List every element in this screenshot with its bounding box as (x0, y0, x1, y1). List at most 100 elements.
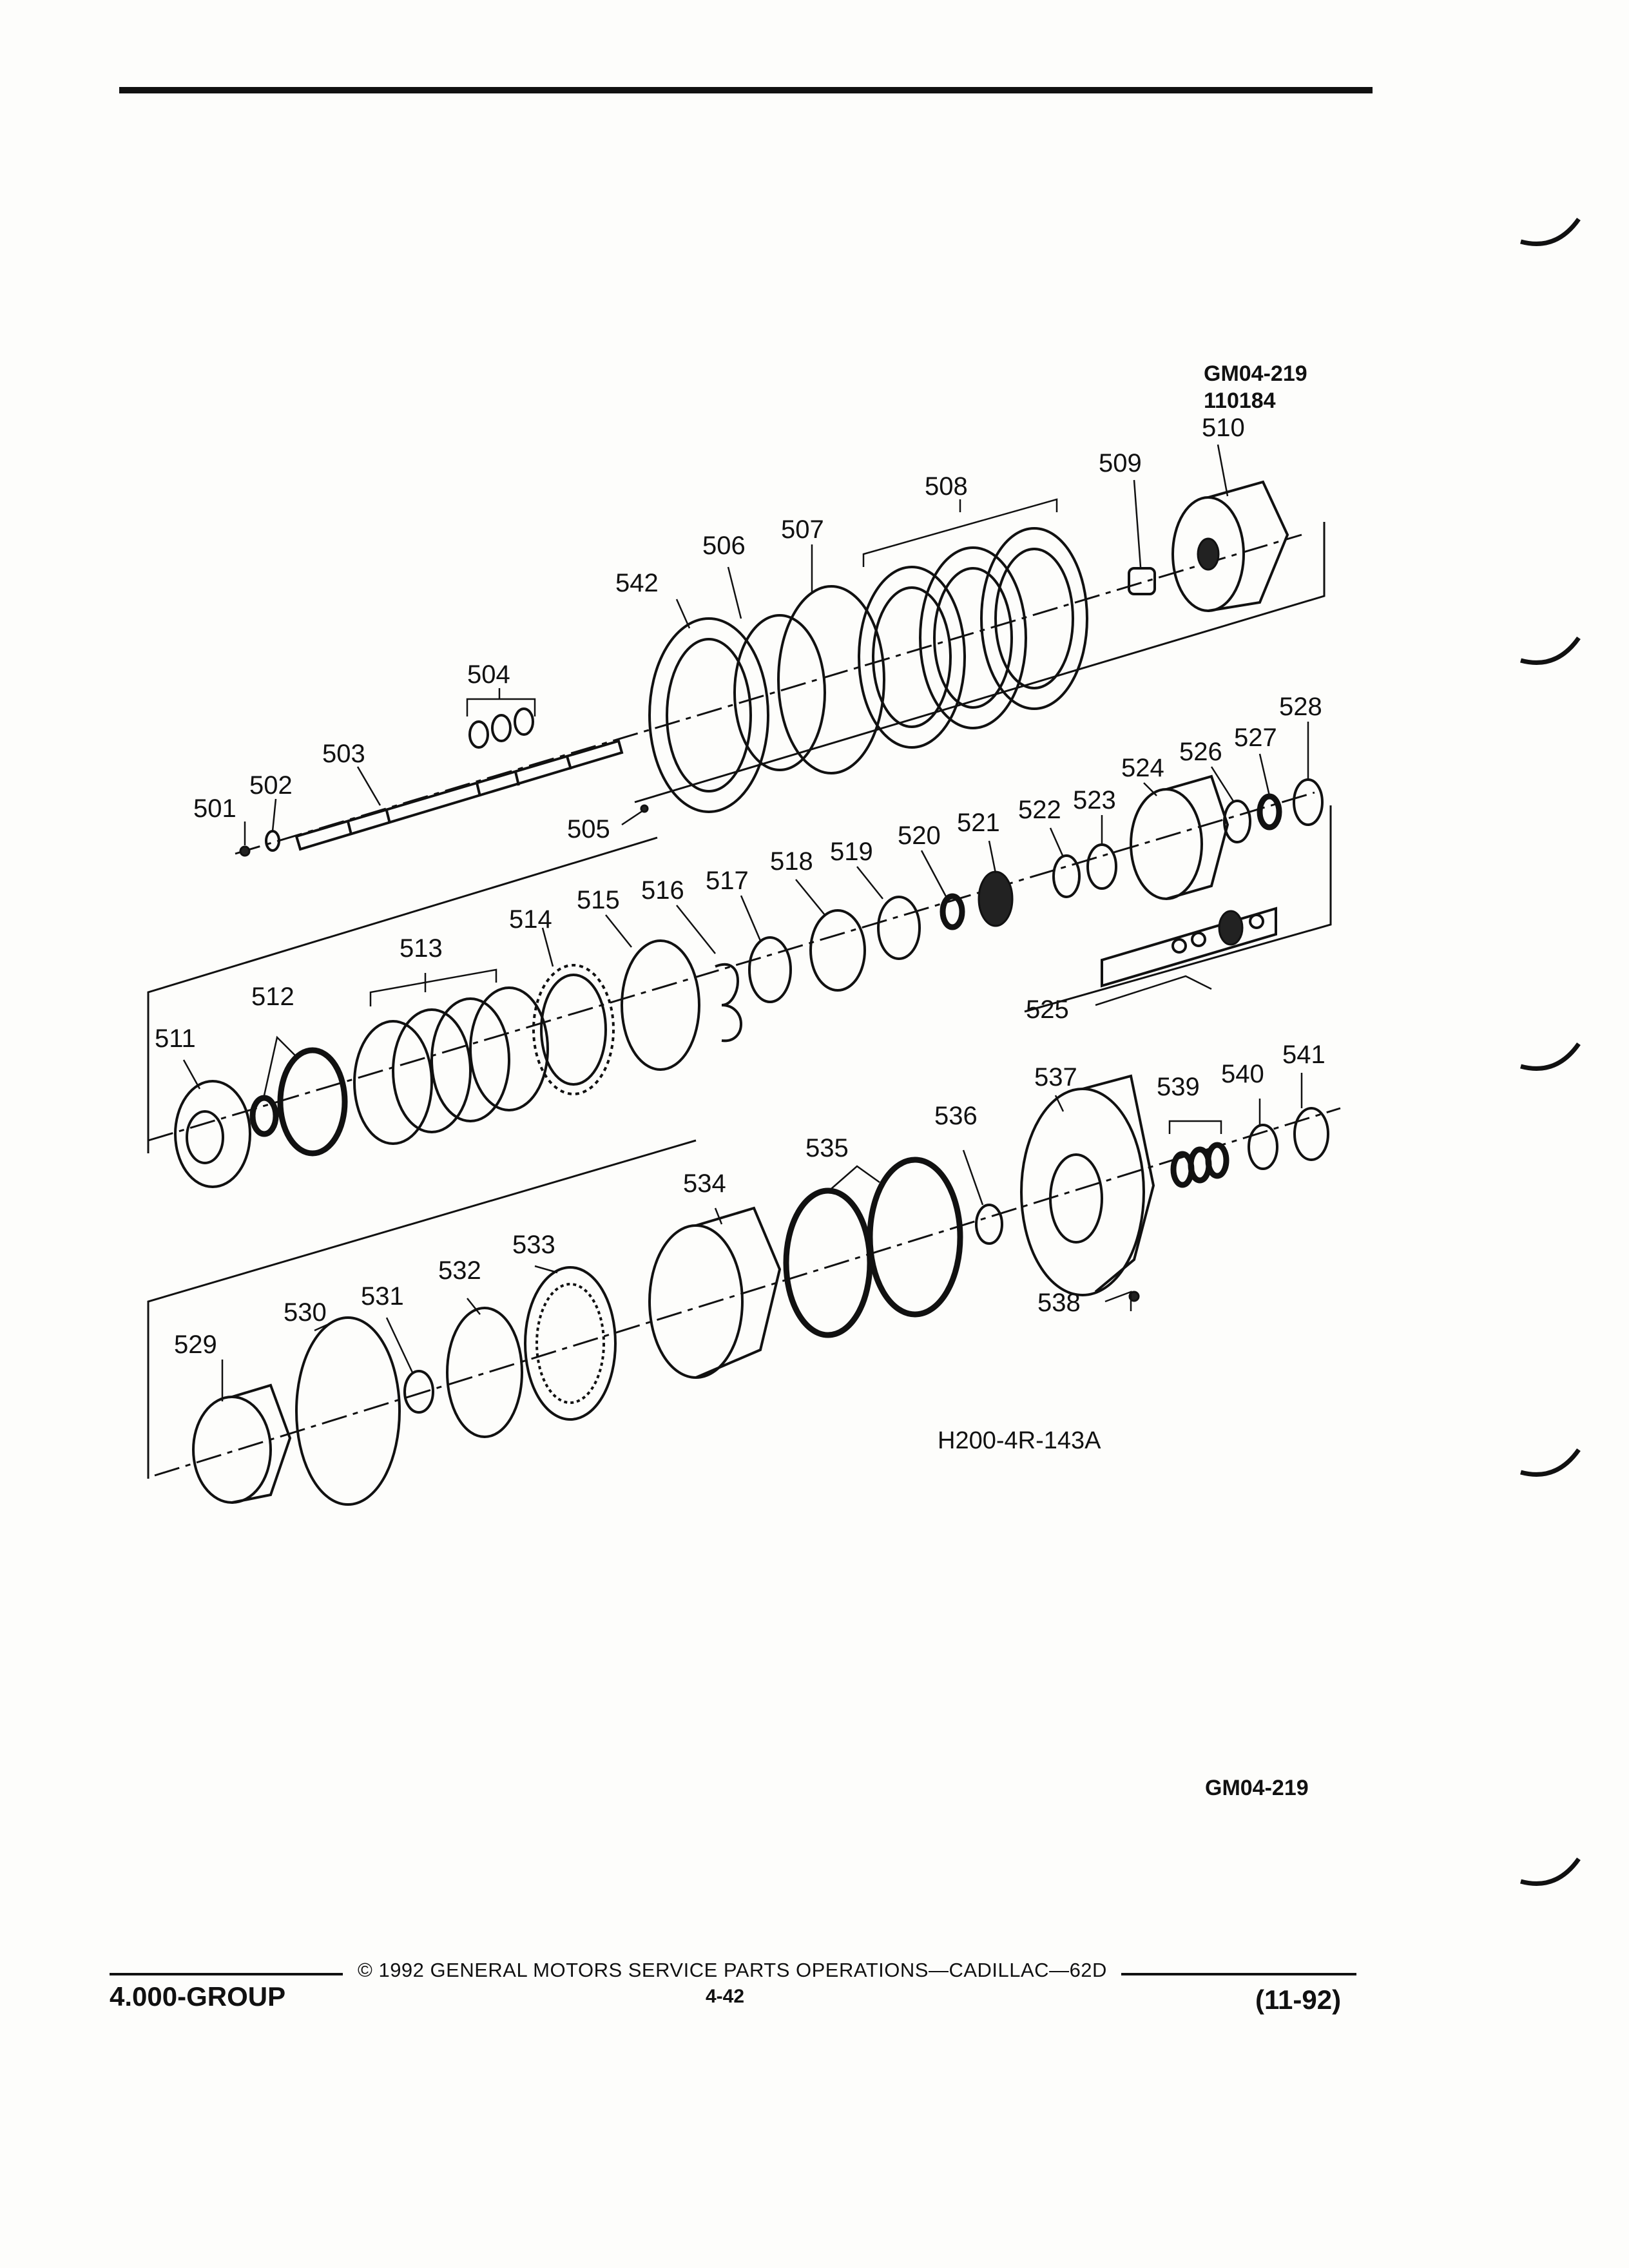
part-534-shell-face (648, 1224, 744, 1379)
part-512-seal-large (277, 1047, 348, 1157)
part-517-bearing (748, 936, 792, 1003)
callout-527: 527 (1234, 724, 1277, 752)
part-518-carrier (809, 909, 866, 992)
part-540-bearing (1248, 1124, 1278, 1170)
callout-541: 541 (1282, 1041, 1325, 1069)
row2-frame-left (147, 836, 658, 1153)
part-528-ring (1293, 778, 1324, 826)
callout-506: 506 (702, 532, 746, 560)
part-538-screw (1128, 1291, 1140, 1302)
part-515-ring (621, 939, 700, 1071)
callout-507: 507 (781, 515, 824, 544)
footer-rule-left (110, 1973, 343, 1975)
part-526-ring (1223, 800, 1251, 843)
part-511-piston (174, 1080, 251, 1188)
callout-525: 525 (1026, 995, 1069, 1024)
part-527-ring (1257, 793, 1282, 831)
part-504-ring-b (491, 714, 512, 742)
part-524-body (1166, 774, 1229, 900)
callout-511: 511 (155, 1024, 196, 1053)
part-513-plate-b (392, 1008, 472, 1133)
callout-528: 528 (1279, 693, 1322, 721)
part-534-shell-body (695, 1206, 782, 1379)
part-525-washer-a (1171, 938, 1187, 954)
row3-assembly (147, 1074, 1341, 1506)
row3-centerline (154, 1107, 1341, 1477)
part-514-inner (540, 974, 607, 1086)
callout-534: 534 (683, 1169, 726, 1198)
callout-535: 535 (805, 1134, 849, 1162)
header-code: GM04-219 (1204, 361, 1307, 386)
part-516-spring (715, 963, 742, 1043)
part-510-drum-body (1208, 480, 1289, 612)
bracket-513 (369, 968, 497, 1006)
part-521-gear (978, 870, 1014, 927)
footer-group: 4.000-GROUP (110, 1981, 286, 2012)
figure-id: H200-4R-143A (938, 1427, 1101, 1454)
row1-frame (634, 522, 1325, 803)
callout-542: 542 (615, 569, 659, 597)
row3-frame-left (147, 1139, 697, 1479)
callout-526: 526 (1179, 738, 1222, 766)
callout-530: 530 (284, 1298, 327, 1327)
part-510-hub (1197, 537, 1220, 571)
row1-assembly (235, 480, 1325, 857)
callout-532: 532 (438, 1256, 481, 1285)
row2-frame-right (1024, 805, 1332, 1013)
bracket-539 (1168, 1120, 1222, 1134)
part-522-washer (1052, 854, 1081, 898)
part-511-inner (186, 1110, 224, 1164)
callout-513: 513 (400, 934, 443, 963)
callout-538: 538 (1037, 1289, 1081, 1317)
part-535-seal-a (783, 1187, 873, 1338)
part-506-ring (733, 614, 826, 771)
part-537-drum-face (1020, 1088, 1145, 1296)
callout-510: 510 (1202, 414, 1245, 442)
part-524-carrier (1130, 788, 1203, 900)
part-539-ring-c (1205, 1142, 1229, 1179)
callout-508: 508 (925, 472, 968, 501)
part-532-ring (446, 1307, 523, 1438)
callout-531: 531 (361, 1282, 404, 1311)
binder-mark-2 (1520, 636, 1581, 665)
callout-529: 529 (174, 1331, 217, 1359)
binder-mark-1 (1520, 217, 1581, 246)
part-530-ring (295, 1316, 401, 1506)
row2-centerline (148, 791, 1315, 1142)
part-529-drum-face (192, 1396, 272, 1504)
part-513-plate-c (430, 997, 510, 1122)
binder-mark-4 (1520, 1448, 1581, 1477)
bottom-code: GM04-219 (1205, 1776, 1309, 1800)
callout-504: 504 (467, 660, 510, 689)
bracket-508 (862, 498, 1058, 567)
callout-536: 536 (934, 1102, 978, 1130)
callout-539: 539 (1157, 1073, 1200, 1101)
footer-page-number: 4-42 (706, 1986, 745, 2007)
part-508-disc-c-inner (994, 548, 1074, 689)
part-533-rollers (535, 1283, 605, 1404)
callout-512: 512 (251, 983, 294, 1011)
part-504-ring-c (514, 707, 534, 736)
part-537-hub (1049, 1153, 1103, 1244)
part-503-shaft-detail (347, 756, 572, 835)
callout-502: 502 (249, 771, 293, 800)
callout-505: 505 (567, 815, 610, 843)
part-541-washer (1293, 1107, 1329, 1161)
footer-copyright: © 1992 GENERAL MOTORS SERVICE PARTS OPER… (358, 1959, 1107, 1981)
part-508-disc-a-inner (872, 586, 952, 728)
part-508-disc-c (980, 527, 1088, 710)
callout-515: 515 (577, 886, 620, 914)
callout-514: 514 (509, 905, 552, 934)
part-513-plate-d (469, 986, 549, 1111)
binder-mark-5 (1520, 1857, 1581, 1886)
callout-503: 503 (322, 740, 365, 768)
part-525-washer-c (1249, 914, 1264, 929)
callout-537: 537 (1034, 1063, 1077, 1091)
part-501-shape (239, 845, 251, 857)
part-525-washer-b (1191, 932, 1206, 947)
part-525-kit-box (1101, 907, 1277, 988)
callout-522: 522 (1018, 796, 1061, 824)
binder-mark-3 (1520, 1042, 1581, 1071)
